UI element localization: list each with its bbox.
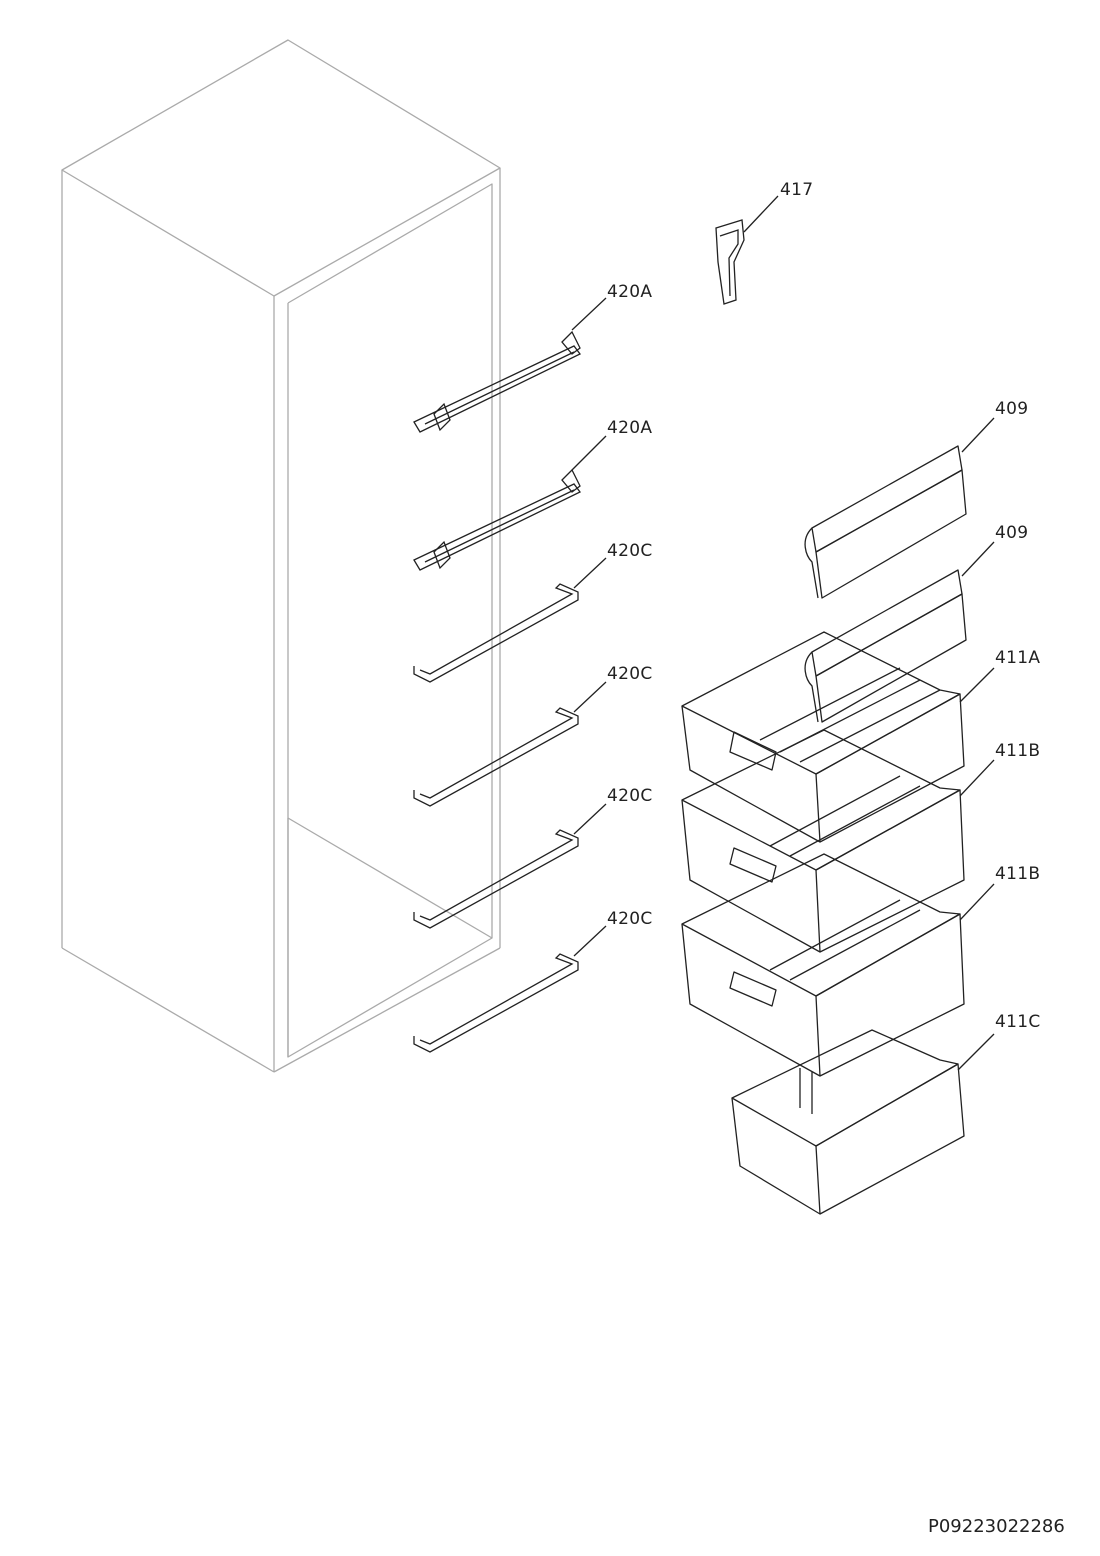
part-411c-drawer xyxy=(731,1029,995,1215)
part-420c-rail-1 xyxy=(413,557,607,683)
callout-420c-4: 420C xyxy=(607,909,653,929)
part-420c-rail-3 xyxy=(413,803,607,929)
part-420c-rail-2 xyxy=(413,681,607,807)
callout-411b-1: 411B xyxy=(995,741,1041,761)
part-420a-rail-1 xyxy=(413,297,607,433)
part-417-clip xyxy=(715,195,779,305)
callout-411c: 411C xyxy=(995,1012,1041,1032)
callout-411a: 411A xyxy=(995,648,1041,668)
part-420a-rail-2 xyxy=(413,435,607,571)
part-409-flap-2 xyxy=(804,541,995,723)
refrigerator-cabinet xyxy=(61,39,501,1073)
callout-420c-2: 420C xyxy=(607,664,653,684)
callout-420c-1: 420C xyxy=(607,541,653,561)
part-420c-rail-4 xyxy=(413,925,607,1053)
callout-420a-2: 420A xyxy=(607,418,653,438)
part-411b-drawer-2 xyxy=(681,853,995,1077)
callout-409-1: 409 xyxy=(995,399,1029,419)
part-409-flap-1 xyxy=(804,417,995,599)
part-411b-drawer-1 xyxy=(681,729,995,953)
callout-420a-1: 420A xyxy=(607,282,653,302)
callout-417: 417 xyxy=(780,180,814,200)
callout-420c-3: 420C xyxy=(607,786,653,806)
callout-411b-2: 411B xyxy=(995,864,1041,884)
document-id: P09223022286 xyxy=(928,1516,1065,1537)
callout-409-2: 409 xyxy=(995,523,1029,543)
